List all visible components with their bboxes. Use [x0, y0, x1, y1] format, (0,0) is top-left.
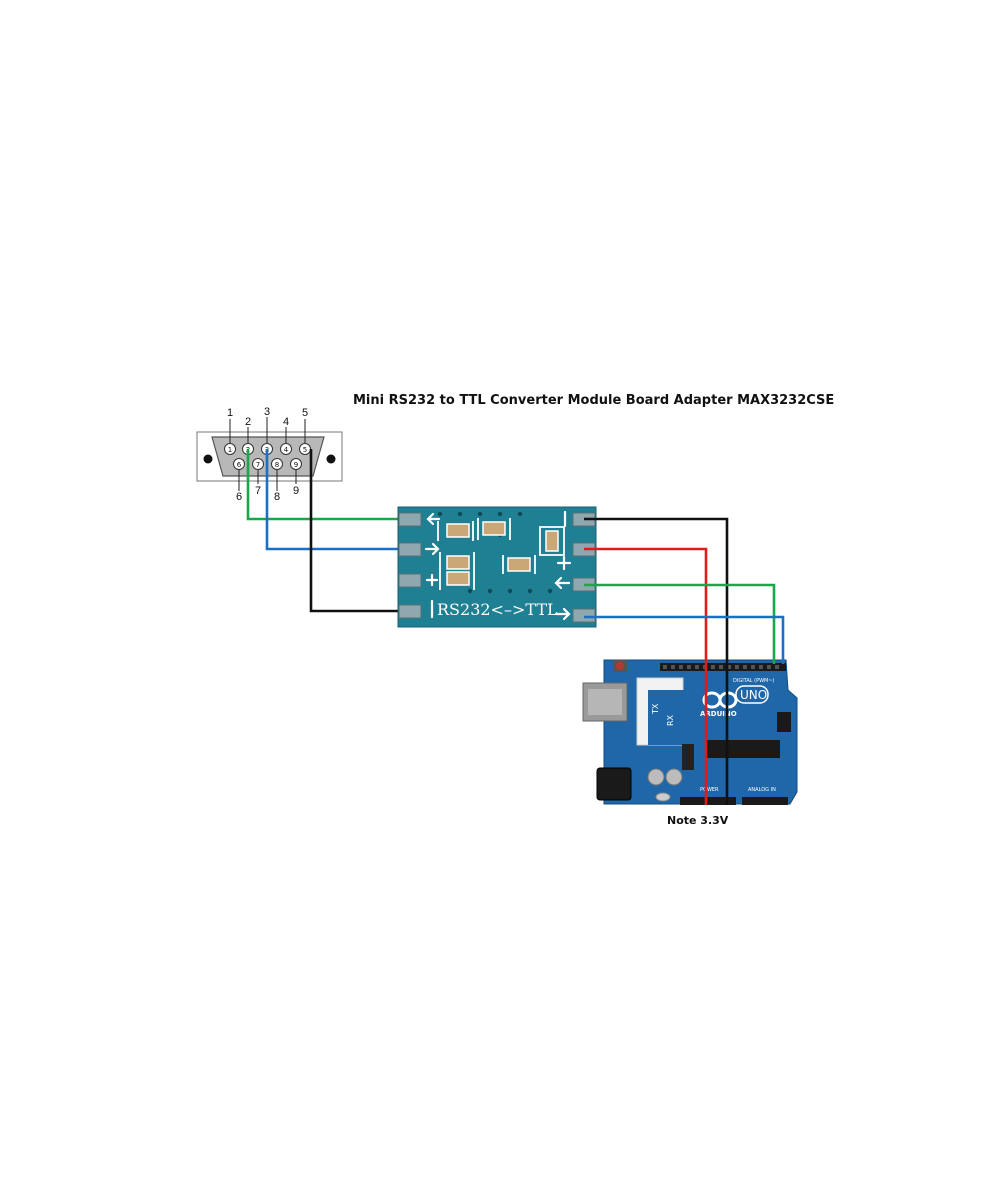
db9-pin-number-9: 9 — [294, 461, 298, 469]
arduino-logo-text: ARDUINO — [700, 710, 737, 718]
module-pad-left-2 — [398, 542, 422, 557]
wire-tx-green — [584, 583, 776, 664]
db9-pin-number-6: 6 — [237, 461, 242, 469]
diagram-title: Mini RS232 to TTL Converter Module Board… — [353, 393, 835, 408]
rx-label: RX — [666, 714, 675, 726]
arduino-logo-icon — [702, 691, 738, 709]
rs232-ttl-module: RS232<–>TTL — [397, 506, 597, 628]
db9-pin-number-1: 1 — [228, 446, 232, 454]
db9-pin-label-9: 9 — [293, 485, 299, 497]
db9-pin-number-5: 5 — [303, 446, 307, 454]
wire-pin3-blue — [265, 449, 410, 551]
module-silkscreen-label: RS232<–>TTL — [437, 600, 558, 619]
db9-pin-6 — [233, 458, 245, 470]
power-header — [680, 797, 736, 805]
db9-pin-8 — [271, 458, 283, 470]
module-capacitors — [446, 521, 559, 586]
db9-pin-label-3: 3 — [264, 406, 270, 418]
wire-vcc-red — [584, 547, 708, 805]
db9-pin-label-6: 6 — [236, 491, 242, 503]
wire-pin5-black — [309, 449, 410, 613]
tx-label: TX — [651, 703, 660, 715]
db9-pin-4 — [280, 443, 292, 455]
icsp-header — [777, 712, 791, 732]
atmega-chip — [705, 740, 780, 758]
module-pad-left-3 — [398, 573, 422, 588]
db9-pin-9 — [290, 458, 302, 470]
db9-pin-label-5: 5 — [302, 407, 308, 419]
db9-mount-hole-right — [326, 454, 336, 464]
arduino-model: UNO — [740, 688, 767, 702]
analog-header — [742, 797, 788, 805]
ttl-wires — [584, 517, 785, 805]
db9-mount-hole-left — [203, 454, 213, 464]
module-pad-right-4 — [572, 608, 596, 623]
db9-pin-label-8: 8 — [274, 491, 280, 503]
module-pad-left-1 — [398, 512, 422, 527]
db9-pin-number-8: 8 — [275, 461, 279, 469]
db9-pin-7 — [252, 458, 264, 470]
voltage-note: Note 3.3V — [667, 814, 729, 827]
db9-pin-label-4: 4 — [283, 416, 289, 428]
module-pad-left-4 — [398, 604, 422, 619]
db9-pin-number-7: 7 — [256, 461, 260, 469]
db9-pin-1 — [224, 443, 236, 455]
db9-pin-label-7: 7 — [255, 485, 261, 497]
capacitor-1 — [647, 768, 665, 786]
db9-pin-label-2: 2 — [245, 416, 251, 428]
analog-label: ANALOG IN — [748, 787, 776, 793]
db9-pin-label-1: 1 — [227, 407, 233, 419]
dc-jack — [596, 767, 632, 801]
capacitor-2 — [665, 768, 683, 786]
db9-pin-number-4: 4 — [284, 446, 289, 454]
arduino-uno: DIGITAL (PWM~) ARDUINO UNO TX RX POWER — [582, 659, 798, 805]
uno-badge — [735, 685, 769, 704]
wire-pin2-green — [246, 449, 410, 521]
wire-rx-blue — [584, 615, 785, 664]
rs232-wires — [246, 449, 410, 613]
wire-gnd-black — [584, 517, 729, 805]
digital-label: DIGITAL (PWM~) — [733, 678, 775, 684]
power-label: POWER — [700, 787, 719, 793]
